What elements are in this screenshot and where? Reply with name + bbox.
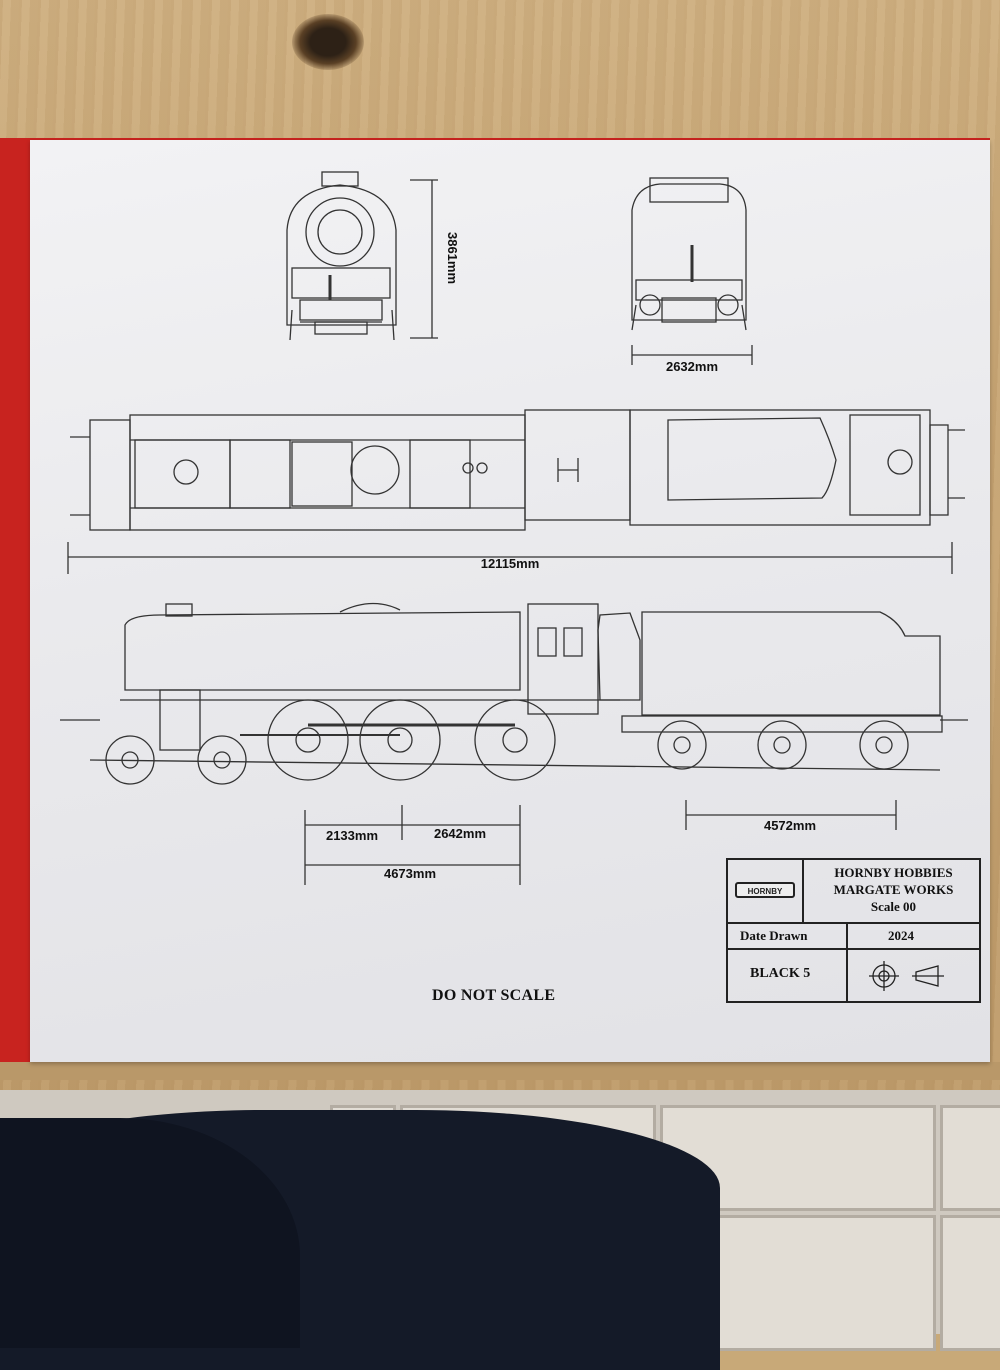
loco-wheelbase-dimension: 4673mm <box>384 866 436 881</box>
plan-view <box>70 409 965 531</box>
blueprint-sheet <box>30 140 990 1062</box>
wood-knot <box>292 14 364 70</box>
front-view <box>286 171 397 341</box>
front-wheelbase-dimension: 2133mm <box>326 828 378 843</box>
title-block: HORNBY HORNBY HOBBIES MARGATE WORKS Scal… <box>726 858 981 1003</box>
do-not-scale-note: DO NOT SCALE <box>432 987 556 1004</box>
tender-width-dimension: 2632mm <box>666 359 718 374</box>
date-value: 2024 <box>888 928 914 943</box>
rear-wheelbase-dimension: 2642mm <box>434 826 486 841</box>
model-name: BLACK 5 <box>750 966 811 981</box>
third-angle-projection-icon <box>869 961 944 991</box>
rear-view <box>631 177 747 331</box>
height-dimension: 3861mm <box>445 232 460 284</box>
side-view <box>60 602 968 785</box>
hornby-logo: HORNBY <box>735 882 795 898</box>
company-name: HORNBY HOBBIES MARGATE WORKS Scale 00 <box>833 865 954 914</box>
locomotive-drawing: 3861mm 2632mm 12115mm 2133mm 2642mm 4673… <box>60 171 968 885</box>
overall-length-dimension: 12115mm <box>481 556 540 571</box>
tender-wheelbase-dimension: 4572mm <box>764 818 816 833</box>
date-label: Date Drawn <box>740 928 808 943</box>
